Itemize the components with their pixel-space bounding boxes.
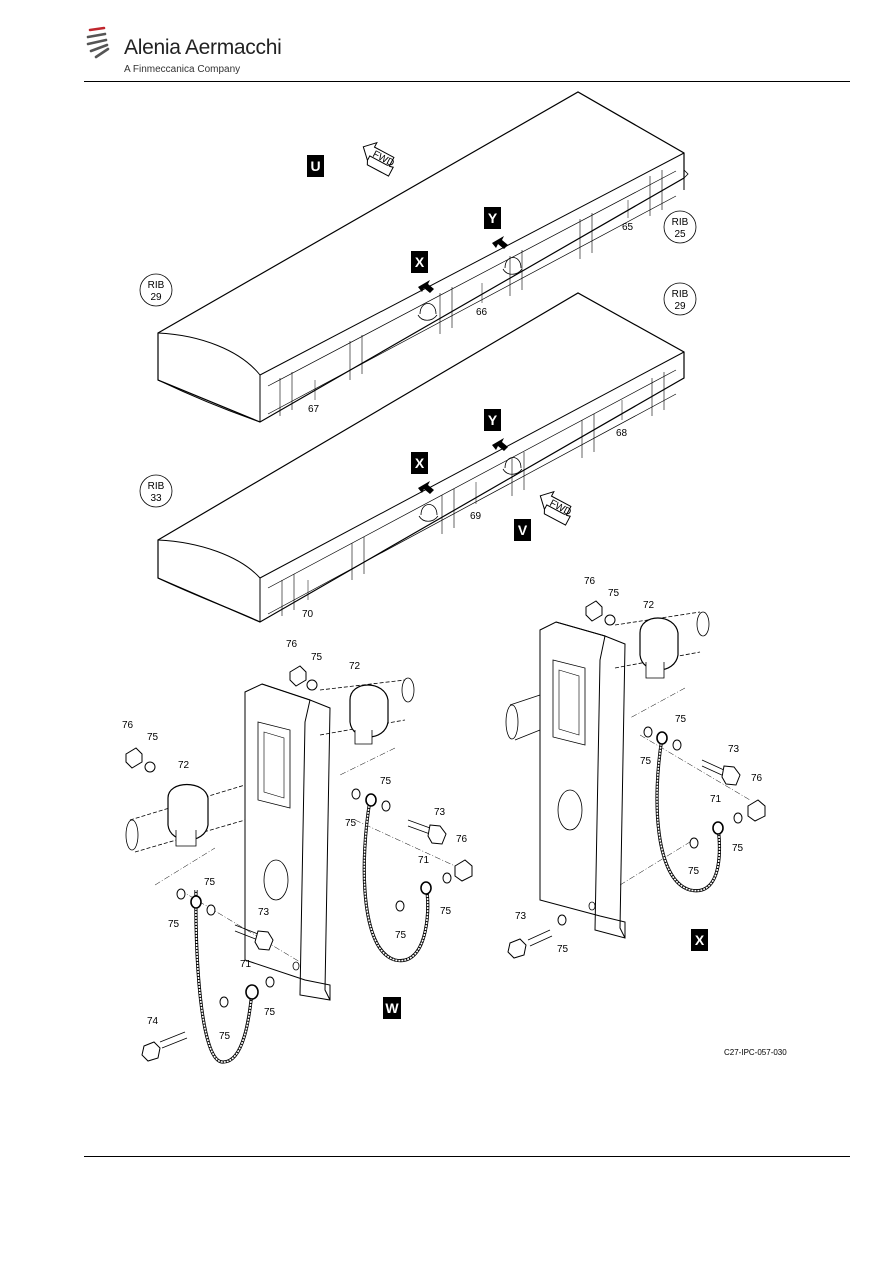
detail-x: [505, 600, 766, 959]
svg-text:29: 29: [674, 301, 686, 312]
rib-callout-29-upper: RIB 29: [139, 273, 173, 307]
fwd-arrow-lower: FWD: [533, 486, 578, 526]
item-label-75: 75: [264, 1007, 276, 1018]
item-label-71: 71: [240, 959, 252, 970]
svg-text:X: X: [415, 254, 425, 270]
item-label-72: 72: [349, 661, 361, 672]
page-header: Alenia Aermacchi A Finmeccanica Company: [0, 0, 893, 82]
svg-text:Y: Y: [488, 210, 498, 226]
item-label-73: 73: [728, 744, 740, 755]
svg-text:X: X: [695, 932, 705, 948]
detail-w: [125, 665, 473, 1064]
item-label-69: 69: [470, 511, 482, 522]
item-label-65: 65: [622, 222, 634, 233]
item-label-72: 72: [643, 600, 655, 611]
company-subtitle: A Finmeccanica Company: [124, 64, 241, 75]
item-label-76: 76: [122, 720, 134, 731]
svg-text:W: W: [385, 1000, 399, 1016]
item-label-75: 75: [311, 652, 323, 663]
item-label-68: 68: [616, 428, 628, 439]
svg-text:Y: Y: [488, 412, 498, 428]
svg-text:RIB: RIB: [672, 289, 689, 300]
item-label-76: 76: [286, 639, 298, 650]
item-label-75: 75: [608, 588, 620, 599]
view-badge-w: W: [383, 997, 401, 1019]
view-badge-x-detail: X: [691, 929, 708, 951]
item-label-76: 76: [456, 834, 468, 845]
item-label-73: 73: [515, 911, 527, 922]
item-label-71: 71: [710, 794, 722, 805]
svg-text:RIB: RIB: [672, 217, 689, 228]
view-badge-u: U: [307, 155, 324, 177]
svg-text:V: V: [518, 522, 528, 538]
item-label-67: 67: [308, 404, 320, 415]
rib-callout-25: RIB 25: [663, 210, 697, 244]
view-badge-x-upper: X: [411, 251, 428, 273]
svg-text:29: 29: [150, 292, 162, 303]
item-label-75: 75: [675, 714, 687, 725]
svg-text:25: 25: [674, 229, 686, 240]
item-label-75: 75: [204, 877, 216, 888]
svg-text:U: U: [310, 158, 320, 174]
header-rule: [84, 81, 850, 82]
rib-callout-29-lower: RIB 29: [663, 282, 697, 316]
item-label-72: 72: [178, 760, 190, 771]
svg-text:RIB: RIB: [148, 481, 165, 492]
view-badge-x-lower: X: [411, 452, 428, 474]
rib-callout-33: RIB 33: [139, 474, 173, 508]
svg-text:33: 33: [150, 493, 162, 504]
item-label-75: 75: [168, 919, 180, 930]
item-label-75: 75: [440, 906, 452, 917]
svg-text:X: X: [415, 455, 425, 471]
item-label-75: 75: [219, 1031, 231, 1042]
item-label-75: 75: [688, 866, 700, 877]
item-label-75: 75: [640, 756, 652, 767]
logo-swirl-icon: [86, 26, 110, 59]
view-badge-v: V: [514, 519, 531, 541]
item-label-75: 75: [345, 818, 357, 829]
item-label-75: 75: [147, 732, 159, 743]
svg-text:RIB: RIB: [148, 280, 165, 291]
item-label-75: 75: [557, 944, 569, 955]
item-label-75: 75: [395, 930, 407, 941]
item-label-73: 73: [258, 907, 270, 918]
figure-code: C27-IPC-057-030: [724, 1048, 787, 1057]
item-label-75: 75: [380, 776, 392, 787]
item-label-71: 71: [418, 855, 430, 866]
view-badge-y-upper: Y: [484, 207, 501, 229]
item-label-75: 75: [732, 843, 744, 854]
item-label-70: 70: [302, 609, 314, 620]
fwd-arrow-upper: FWD: [356, 137, 401, 177]
item-label-73: 73: [434, 807, 446, 818]
company-name: Alenia Aermacchi: [124, 36, 282, 59]
view-badge-y-lower: Y: [484, 409, 501, 431]
item-label-76: 76: [751, 773, 763, 784]
item-label-66: 66: [476, 307, 488, 318]
item-label-74: 74: [147, 1016, 159, 1027]
item-label-76: 76: [584, 576, 596, 587]
company-logo: Alenia Aermacchi A Finmeccanica Company: [84, 22, 304, 80]
footer-rule: [84, 1156, 850, 1157]
